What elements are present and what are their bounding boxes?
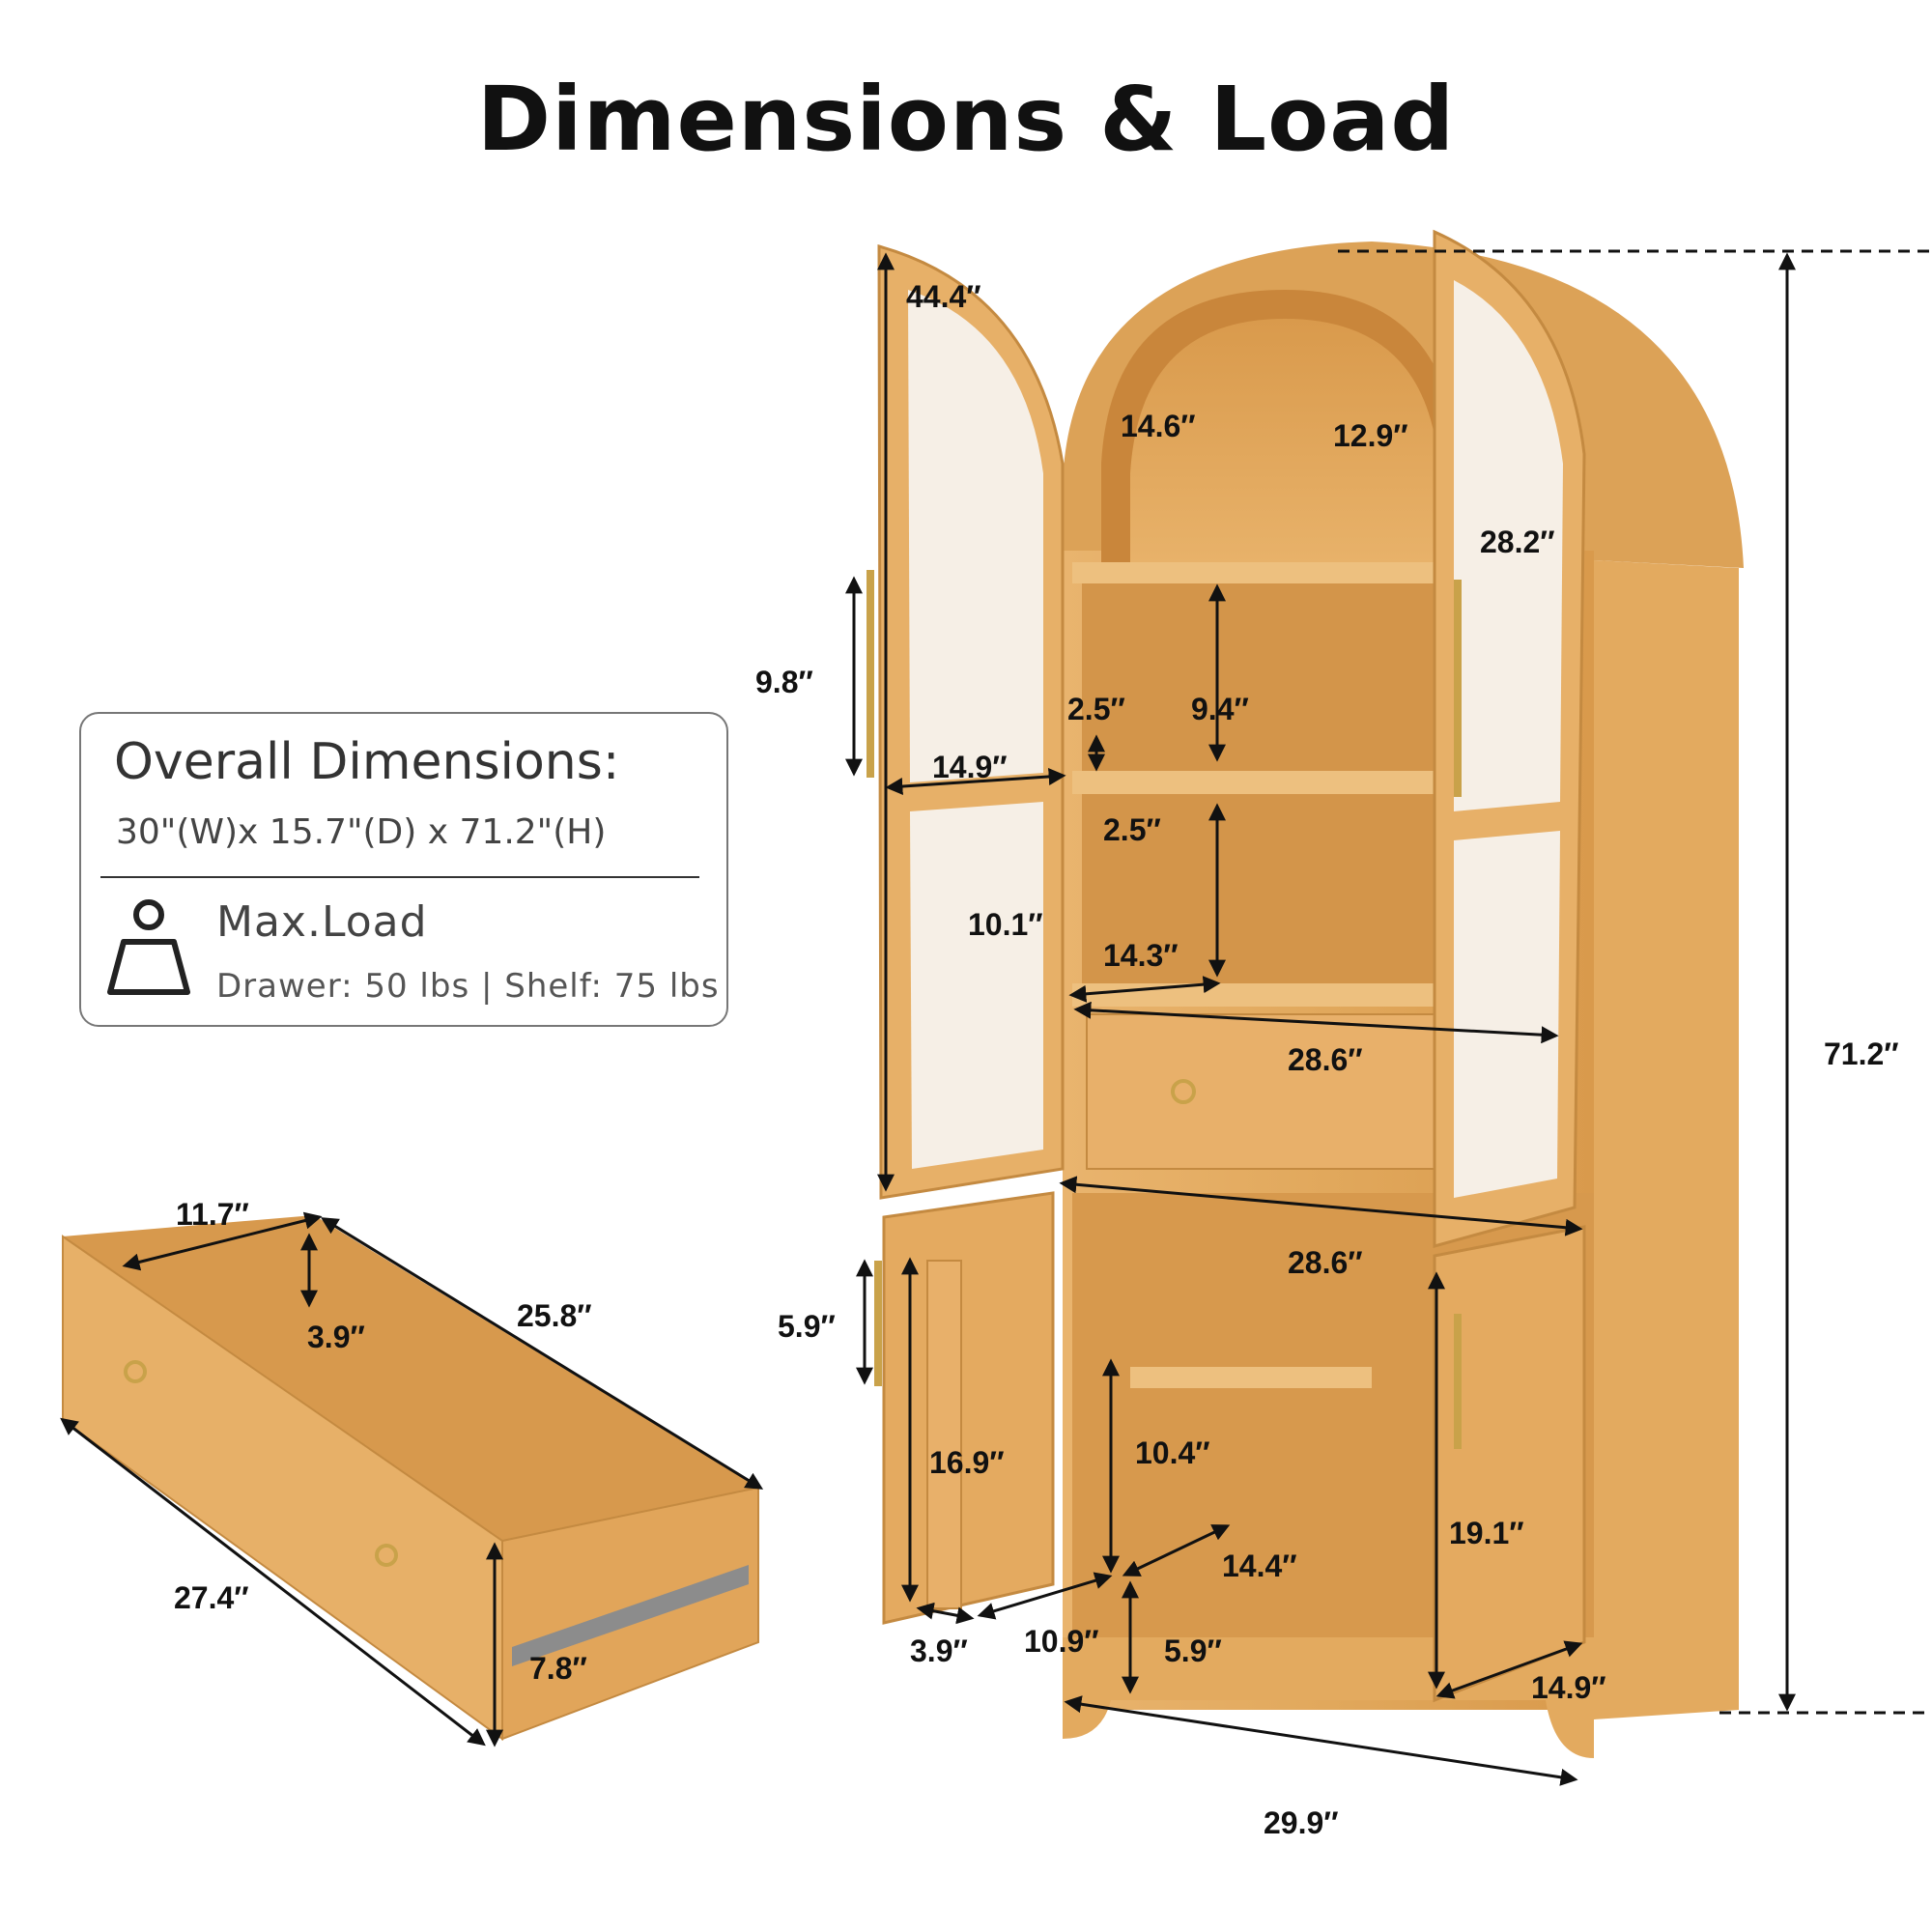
- dim-shelf-height-mid: 10.1″: [968, 907, 1043, 942]
- dim-lower-door-height: 19.1″: [1449, 1516, 1524, 1550]
- dimension-lines: [60, 249, 1932, 1786]
- dim-total-width: 29.9″: [1264, 1805, 1339, 1840]
- dim-handle-length-lower: 5.9″: [778, 1309, 836, 1344]
- door-rack: [926, 1260, 962, 1609]
- dim-lower-shelf-depth: 14.4″: [1222, 1548, 1297, 1583]
- dim-drawer-length-outer: 27.4″: [174, 1580, 249, 1615]
- weight-person-icon: [107, 899, 190, 995]
- dim-shelf-height-top: 9.4″: [1191, 692, 1249, 726]
- overall-dimensions-box: Overall Dimensions: 30"(W)x 15.7"(D) x 7…: [79, 712, 728, 1027]
- max-load-heading: Max.Load: [216, 897, 428, 947]
- dim-door-height: 44.4″: [906, 279, 981, 314]
- dim-handle-length-upper: 9.8″: [755, 665, 813, 699]
- lower-shelf: [1130, 1367, 1372, 1388]
- drawer-illustration: [62, 1215, 759, 1741]
- upper-left-door-glass: [908, 290, 1043, 782]
- dim-drawer-front-width: 28.6″: [1288, 1042, 1363, 1077]
- upper-right-handle: [1454, 580, 1462, 797]
- dim-leg-height: 5.9″: [1164, 1634, 1222, 1668]
- lower-right-door: [1433, 1225, 1586, 1703]
- dim-drawer-length-inner: 25.8″: [517, 1298, 592, 1333]
- dim-shelf-depth: 14.3″: [1103, 938, 1179, 973]
- dim-arch-inner-height: 14.6″: [1121, 409, 1196, 443]
- dim-rack-depth: 3.9″: [910, 1634, 968, 1668]
- overall-dimensions-value: 30"(W)x 15.7"(D) x 71.2"(H): [116, 812, 607, 852]
- dim-cabinet-depth: 14.9″: [1531, 1670, 1606, 1705]
- dim-lower-shelf-height: 10.4″: [1135, 1435, 1210, 1470]
- lower-left-handle: [874, 1261, 882, 1386]
- cabinet-side-panel: [1594, 560, 1739, 1719]
- dim-shelf-gap-left-mid: 2.5″: [1103, 812, 1161, 847]
- dim-door-rack-height: 16.9″: [929, 1445, 1005, 1480]
- dim-total-height: 71.2″: [1824, 1037, 1899, 1071]
- dim-arch-inner-width: 12.9″: [1333, 418, 1408, 453]
- drawer-ring-handle: [1171, 1079, 1196, 1104]
- dim-arch-depth: 28.2″: [1480, 525, 1555, 559]
- divider: [100, 876, 699, 878]
- dim-door-width: 14.9″: [932, 750, 1008, 784]
- upper-right-door-glass: [1454, 280, 1563, 811]
- dim-drawer-depth-inner: 11.7″: [176, 1197, 249, 1232]
- overall-dimensions-heading: Overall Dimensions:: [114, 733, 620, 791]
- cabinet-illustration: [867, 229, 1744, 1758]
- max-load-detail: Drawer: 50 lbs | Shelf: 75 lbs: [216, 967, 720, 1006]
- dim-drawer-front-height: 7.8″: [529, 1651, 587, 1686]
- upper-left-handle: [867, 570, 874, 778]
- dim-drawer-inner-height: 3.9″: [307, 1320, 365, 1354]
- lower-right-handle: [1454, 1314, 1462, 1449]
- drawer-ring-handle-left: [124, 1360, 147, 1383]
- page-title: Dimensions & Load: [476, 68, 1456, 171]
- drawer-slide: [512, 1565, 749, 1666]
- dim-shelf-gap-left-top: 2.5″: [1067, 692, 1125, 726]
- dim-lower-door-width: 10.9″: [1024, 1624, 1099, 1659]
- dim-cabinet-inner-width: 28.6″: [1288, 1245, 1363, 1280]
